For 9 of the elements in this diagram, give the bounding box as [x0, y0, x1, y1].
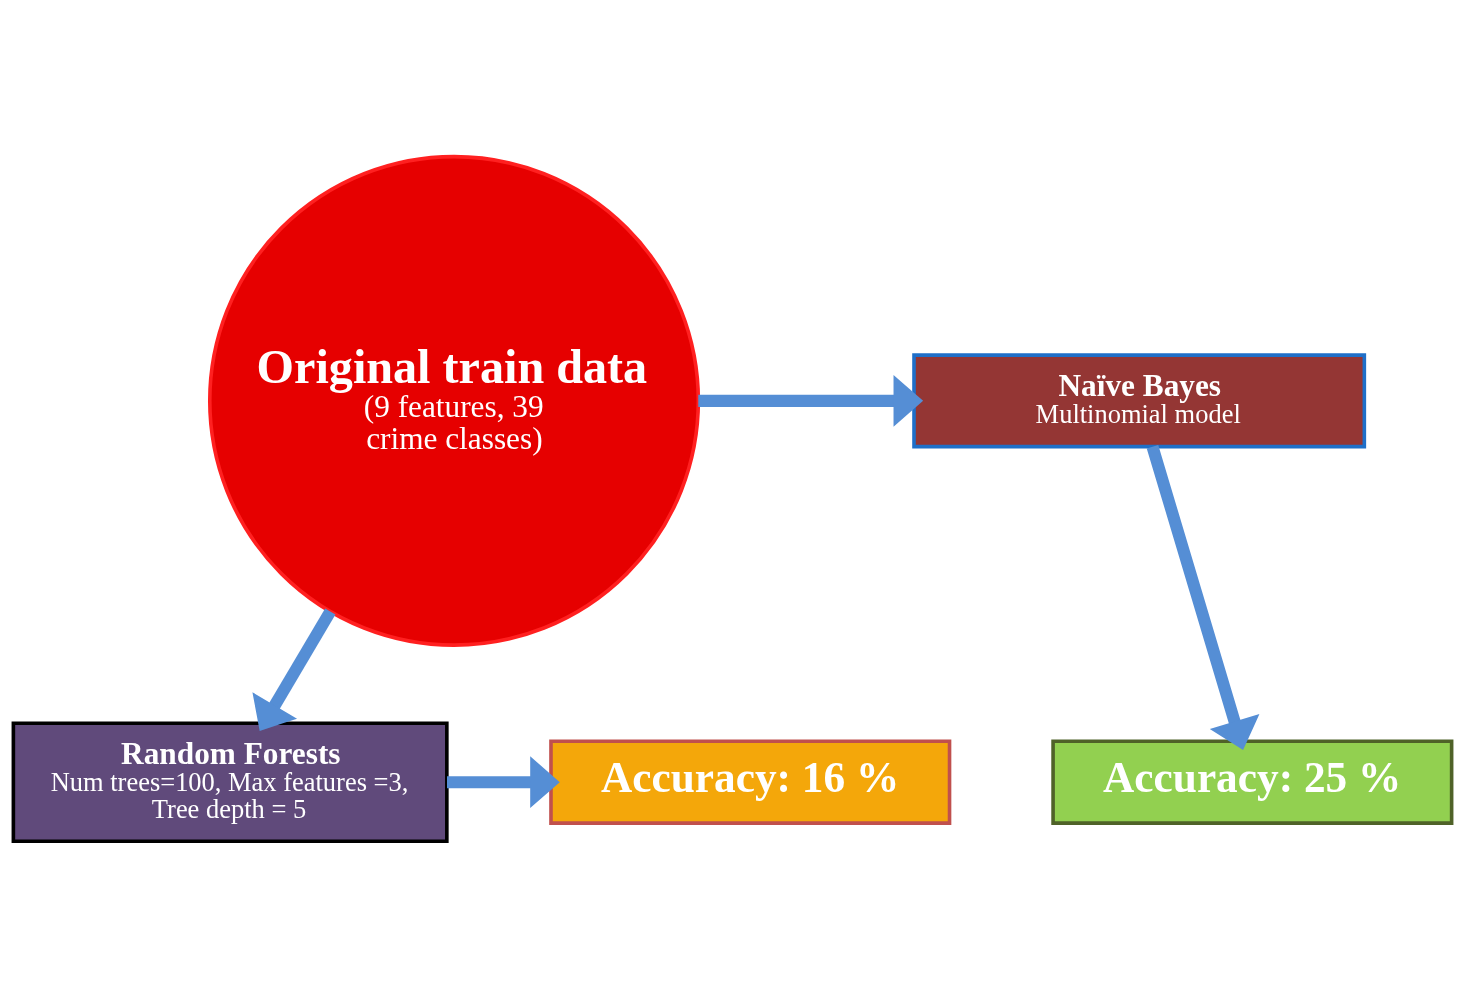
node-box: Random Forests Num trees=100, Max features =3, Tree depth = 5 [11, 720, 449, 843]
arrow [447, 755, 560, 808]
node-circle: Original train data (9 features, 39 crime classes) [207, 154, 701, 647]
node-box: Accuracy: 16 % [549, 738, 952, 825]
arrow [252, 607, 336, 731]
node-box: Accuracy: 25 % [1051, 738, 1454, 825]
arrow [698, 374, 924, 427]
arrow [1146, 444, 1260, 750]
node-box: Naïve Bayes Multinomial model [912, 352, 1367, 448]
